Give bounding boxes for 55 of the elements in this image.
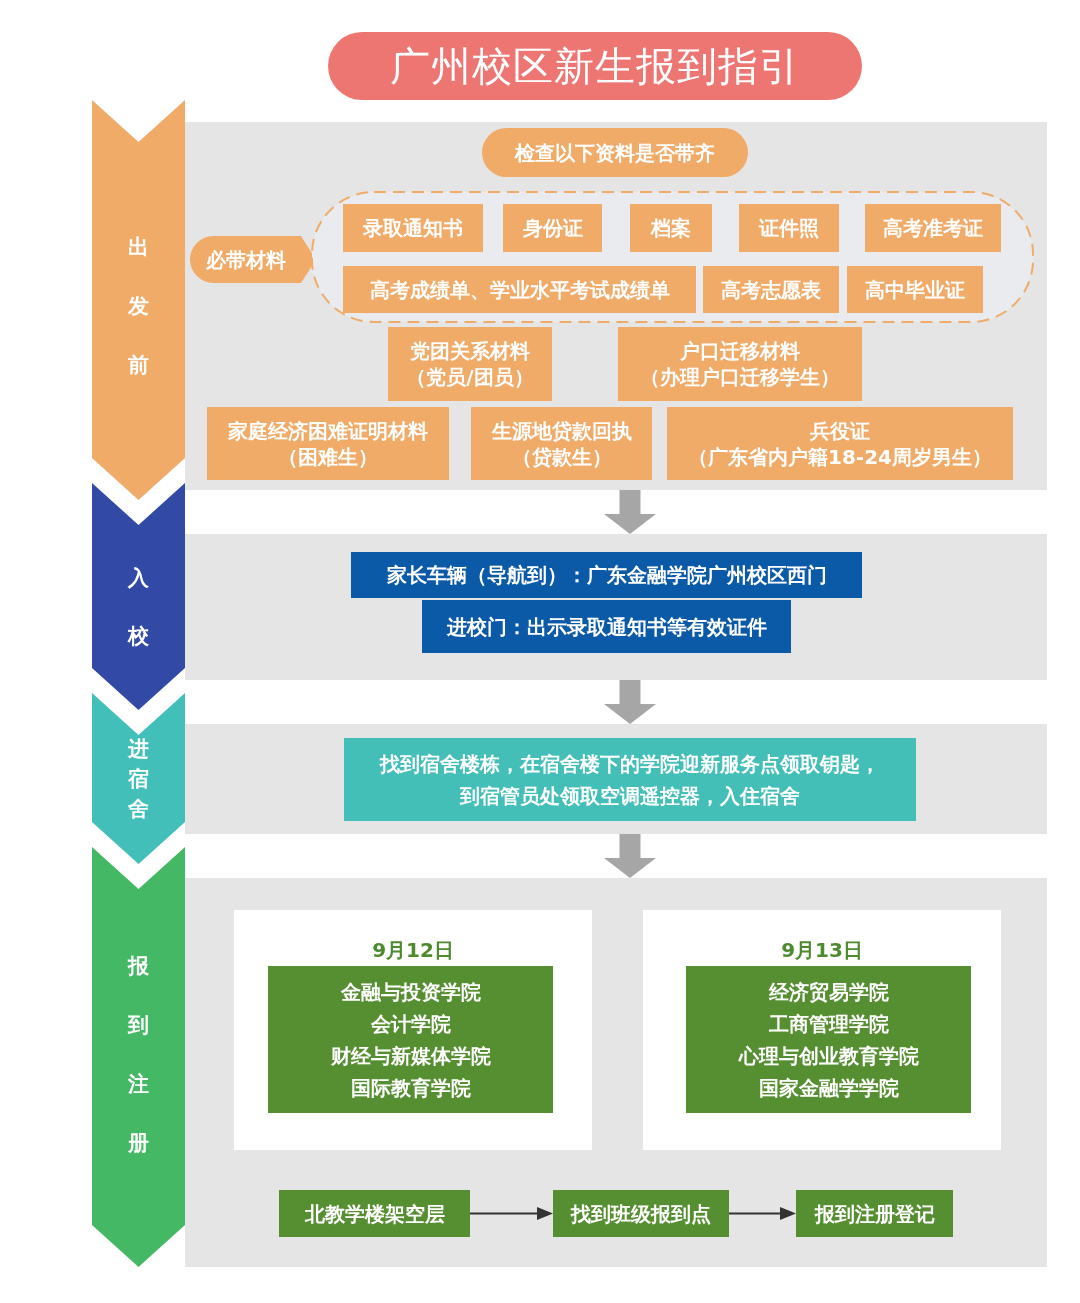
college-list-box bbox=[268, 966, 553, 1113]
college-name: 会计学院 bbox=[370, 1010, 451, 1038]
stage-label: 出发前 bbox=[128, 234, 149, 379]
material-name: 家庭经济困难证明材料 bbox=[228, 417, 428, 444]
material-note: （贷款生） bbox=[511, 443, 612, 470]
material-box bbox=[388, 327, 552, 401]
info-bar: 进校门：出示录取通知书等有效证件 bbox=[422, 600, 791, 653]
material-name: 兵役证 bbox=[810, 417, 870, 444]
material-box bbox=[618, 327, 862, 401]
material-box: 高考成绩单、学业水平考试成绩单 bbox=[343, 266, 696, 313]
info-bar: 找到宿舍楼栋，在宿舍楼下的学院迎新服务点领取钥匙，到宿管员处领取空调遥控器，入住宿舍 bbox=[344, 738, 916, 821]
material-box bbox=[471, 407, 652, 480]
arrow bbox=[604, 680, 656, 724]
stage-label: 入校 bbox=[128, 565, 149, 650]
material-note: （办理户口迁移学生） bbox=[640, 364, 840, 390]
college-list-box bbox=[686, 966, 971, 1113]
material-box: 档案 bbox=[630, 204, 712, 252]
material-note: （党员/团员） bbox=[406, 364, 534, 390]
date-heading: 9月13日 bbox=[781, 937, 863, 963]
material-name: 户口迁移材料 bbox=[680, 338, 800, 364]
stage-label: 报到注册 bbox=[128, 953, 149, 1157]
arrow bbox=[604, 490, 656, 534]
tag-label: 必带材料 bbox=[205, 246, 286, 273]
college-name: 财经与新媒体学院 bbox=[330, 1042, 491, 1070]
step-box: 找到班级报到点 bbox=[553, 1190, 729, 1237]
material-name: 党团关系材料 bbox=[410, 338, 530, 364]
step-box: 北教学楼架空层 bbox=[279, 1190, 470, 1237]
material-box: 高中毕业证 bbox=[847, 266, 983, 313]
date-card bbox=[234, 910, 592, 1150]
info-bar: 家长车辆（导航到）：广东金融学院广州校区西门 bbox=[351, 552, 862, 598]
material-note: （广东省内户籍18-24周岁男生） bbox=[688, 443, 992, 470]
title-banner: 广州校区新生报到指引 bbox=[328, 32, 862, 100]
heading-pill: 检查以下资料是否带齐 bbox=[482, 128, 748, 177]
material-name: 生源地贷款回执 bbox=[491, 417, 632, 444]
date-card bbox=[643, 910, 1001, 1150]
arrow bbox=[604, 834, 656, 878]
material-box: 证件照 bbox=[739, 204, 839, 252]
college-name: 心理与创业教育学院 bbox=[738, 1042, 919, 1070]
college-name: 国家金融学学院 bbox=[758, 1074, 899, 1102]
material-box: 高考准考证 bbox=[865, 204, 1001, 252]
material-box bbox=[667, 407, 1013, 480]
arrow bbox=[728, 1207, 796, 1220]
material-box: 高考志愿表 bbox=[703, 266, 839, 313]
college-name: 金融与投资学院 bbox=[340, 978, 481, 1006]
material-box bbox=[207, 407, 449, 480]
step-box: 报到注册登记 bbox=[796, 1190, 953, 1237]
material-note: （困难生） bbox=[278, 443, 378, 470]
stage-label: 进宿舍 bbox=[128, 736, 149, 823]
arrow bbox=[469, 1207, 553, 1220]
material-box: 录取通知书 bbox=[343, 204, 483, 252]
college-name: 工商管理学院 bbox=[768, 1010, 889, 1038]
college-name: 经济贸易学院 bbox=[768, 978, 889, 1006]
college-name: 国际教育学院 bbox=[350, 1074, 471, 1102]
material-box: 身份证 bbox=[503, 204, 602, 252]
date-heading: 9月12日 bbox=[372, 937, 454, 963]
